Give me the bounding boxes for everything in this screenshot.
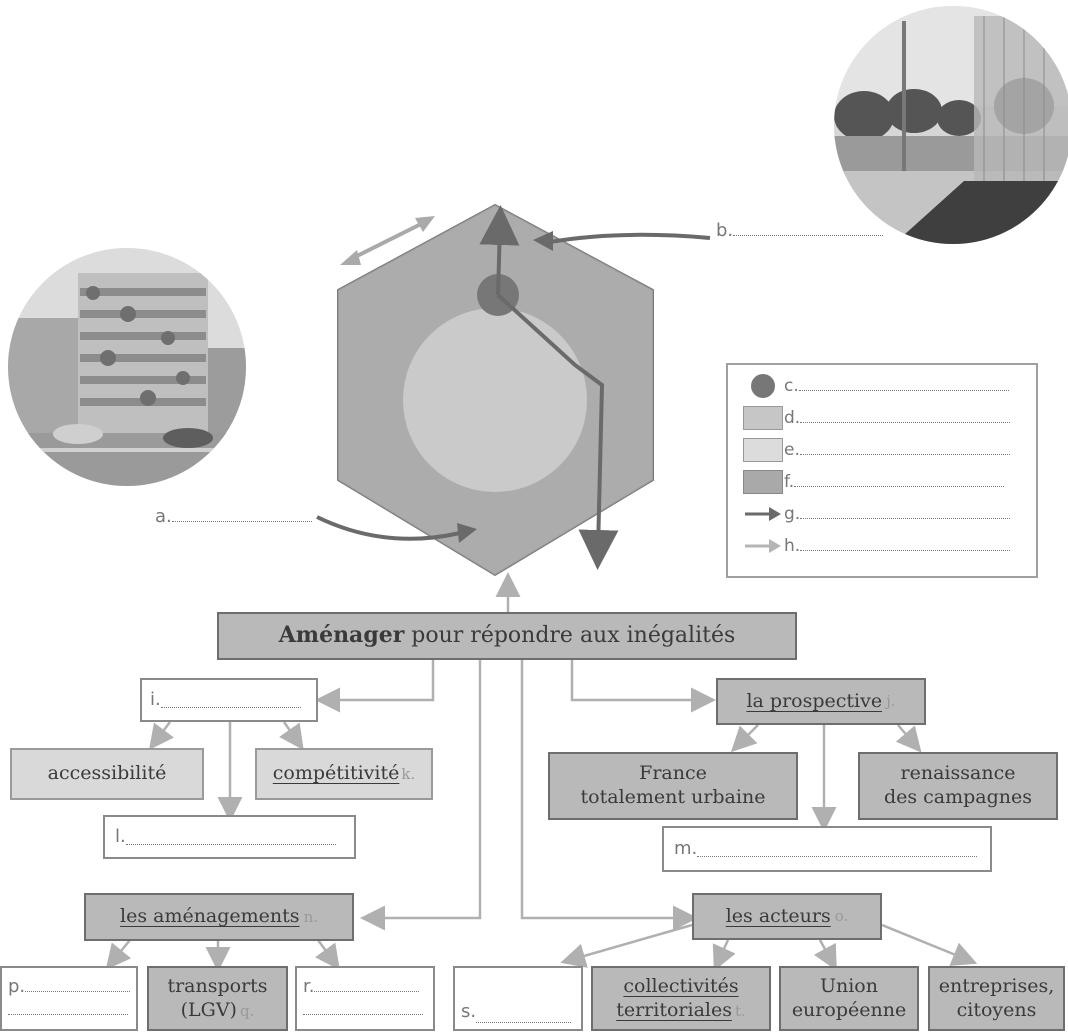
answer-blank-l[interactable] [125,830,336,845]
label-o: o. [834,907,849,926]
legend-h: h. [784,536,801,556]
union-line2: européenne [791,998,907,1021]
label-a: a. [155,506,312,527]
acteurs-text: les acteurs [725,904,831,927]
legend-c: c. [784,376,799,396]
answer-blank-p2[interactable] [8,1000,128,1015]
legend-f: f. [784,472,795,492]
hexagon-map [337,203,654,577]
park-photo [834,6,1068,244]
entreprises-line2: citoyens [956,998,1037,1021]
france-line2: totalement urbaine [580,786,766,808]
answer-blank-f[interactable] [794,472,1005,487]
arrow-b [533,231,711,251]
legend-d: d. [784,408,801,428]
label-q: q. [239,1001,255,1020]
legend-row-f: f. [742,469,1032,495]
label-r: r. [303,976,315,997]
building-photo [8,248,246,486]
answer-blank-i[interactable] [160,693,301,708]
answer-blank-r2[interactable] [303,1000,423,1015]
box-l[interactable]: l. [103,815,356,859]
answer-blank-g[interactable] [800,504,1011,519]
label-b-text: b. [716,220,734,241]
legend-e: e. [784,440,800,460]
box-r[interactable]: r. [295,966,435,1031]
legend-row-e: e. [742,437,1032,463]
collectivites-line2: territoriales [616,998,732,1021]
label-a-text: a. [155,506,172,527]
swatch-d [743,406,783,430]
label-p: p. [8,976,26,997]
label-i: i. [150,688,161,710]
answer-blank-h[interactable] [800,536,1011,551]
answer-blank-d[interactable] [800,408,1011,423]
label-m: m. [674,837,698,859]
answer-blank-s[interactable] [476,1008,572,1023]
label-n: n. [303,907,318,926]
box-entreprises: entreprises,citoyens [928,966,1065,1031]
swatch-f [743,470,783,494]
double-arrow [340,216,435,265]
red-dot-symbol [751,374,775,398]
answer-blank-c[interactable] [798,376,1009,391]
swatch-e [743,438,783,462]
amenagements-text: les aménagements [120,905,300,928]
box-s[interactable]: s. [453,966,583,1031]
legend-row-h: h. [742,533,1032,559]
accessibilite-text: accessibilité [47,762,167,785]
entreprises-line1: entreprises, [938,974,1055,997]
transports-line1: transports [167,974,268,997]
box-m[interactable]: m. [662,826,992,872]
collectivites-line1: collectivités [623,974,739,997]
prospective-text: la prospective [746,689,883,712]
legend-g: g. [784,504,801,524]
legend-row-d: d. [742,405,1032,431]
box-i[interactable]: i. [140,678,318,722]
box-transports: transports(LGV)q. [147,966,288,1031]
renaissance-line2: des campagnes [883,786,1033,808]
light-arrow-symbol [769,539,781,553]
arrow-a [316,515,477,543]
union-line1: Union [819,974,878,997]
legend: c. d. e. f. g. h. [726,363,1038,578]
label-b: b. [716,220,884,241]
label-k: k. [401,764,416,783]
answer-blank-b[interactable] [733,221,884,236]
answer-blank-p1[interactable] [25,977,131,992]
label-j: j. [886,692,896,711]
answer-blank-r1[interactable] [314,977,420,992]
main-box-bold: Aménager [278,622,405,649]
box-p[interactable]: p. [0,966,138,1031]
answer-blank-e[interactable] [799,440,1010,455]
answer-blank-m[interactable] [697,842,978,857]
connector-lines [105,572,978,972]
transports-line2: (LGV) [180,998,237,1021]
label-l: l. [115,825,126,847]
legend-row-g: g. [742,501,1032,527]
box-accessibilite: accessibilité [10,748,204,800]
legend-row-c: c. [742,373,1032,399]
main-box: Aménager pour répondre aux inégalités [217,612,797,660]
label-t: t. [734,1001,746,1020]
main-box-rest: pour répondre aux inégalités [404,623,736,649]
competitivite-text: compétitivité [272,762,400,785]
label-s: s. [461,1000,477,1022]
answer-blank-a[interactable] [171,507,312,522]
france-line1: France [639,762,707,785]
renaissance-line1: renaissance [900,762,1016,785]
dark-arrow-symbol [769,507,781,521]
